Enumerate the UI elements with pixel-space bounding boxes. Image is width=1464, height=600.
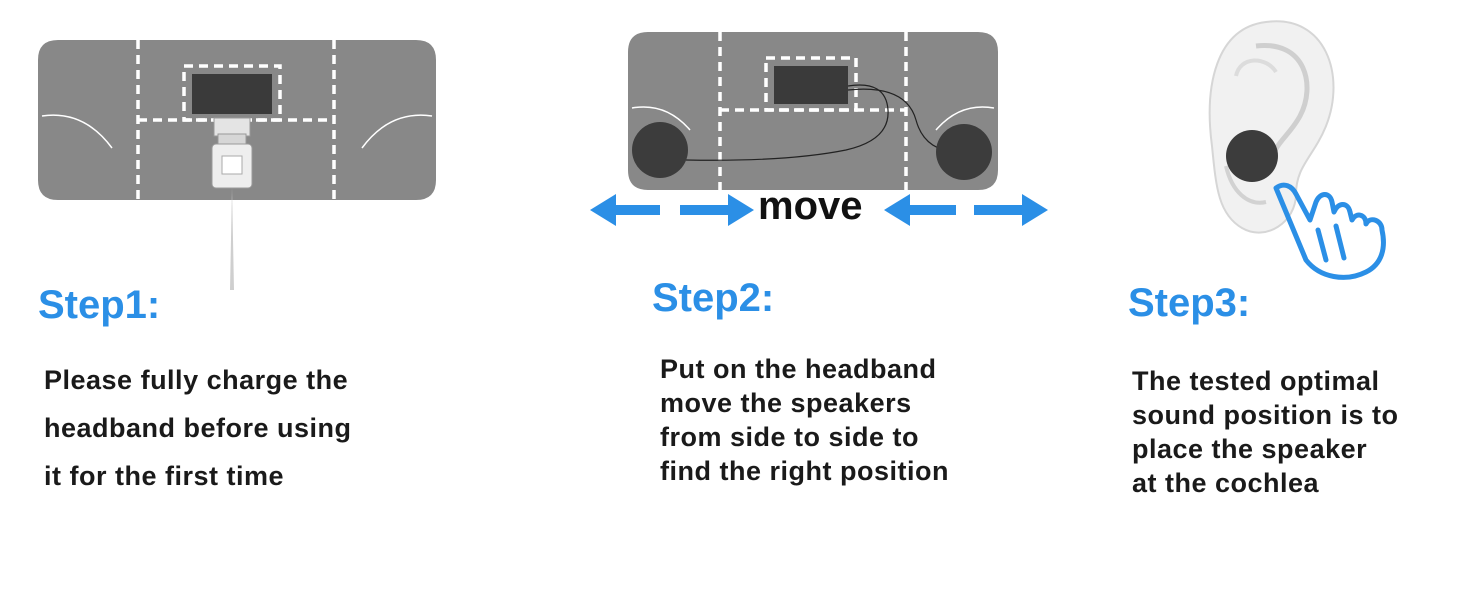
arrow-right-icon bbox=[680, 194, 754, 226]
step2-line: from side to side to bbox=[660, 422, 920, 452]
headband-charging-illustration bbox=[38, 40, 436, 290]
usb-cable-icon bbox=[211, 117, 253, 290]
speaker-left bbox=[632, 122, 688, 178]
step1-title: Step1: bbox=[38, 283, 161, 327]
arrow-right-icon bbox=[974, 194, 1048, 226]
step1-line: headband before using bbox=[44, 413, 352, 443]
step2-description: Put on the headband move the speakers fr… bbox=[660, 352, 949, 488]
move-label: move bbox=[758, 184, 863, 228]
step1-description: Please fully charge the headband before … bbox=[44, 356, 352, 500]
step1-line: Please fully charge the bbox=[44, 365, 349, 395]
step2-line: find the right position bbox=[660, 456, 949, 486]
step3-description: The tested optimal sound position is to … bbox=[1132, 364, 1398, 500]
arrow-left-icon bbox=[590, 194, 660, 226]
ear-illustration bbox=[1208, 20, 1386, 280]
ear-icon bbox=[1208, 20, 1335, 234]
step3-line: sound position is to bbox=[1132, 400, 1399, 430]
step1-line: it for the first time bbox=[44, 461, 285, 491]
step3-title: Step3: bbox=[1128, 281, 1251, 325]
headband-speakers-illustration bbox=[628, 32, 998, 190]
step2-line: Put on the headband bbox=[660, 354, 937, 384]
pointing-hand-icon bbox=[1273, 182, 1386, 280]
move-arrows bbox=[590, 194, 1048, 226]
step3-line: The tested optimal bbox=[1132, 366, 1380, 396]
step3-line: place the speaker bbox=[1132, 434, 1368, 464]
arrow-left-icon bbox=[884, 194, 956, 226]
step3-line: at the cochlea bbox=[1132, 468, 1320, 498]
step2-title: Step2: bbox=[652, 276, 775, 320]
speaker-right bbox=[936, 124, 992, 180]
step2-line: move the speakers bbox=[660, 388, 912, 418]
speaker-at-cochlea bbox=[1226, 130, 1278, 182]
